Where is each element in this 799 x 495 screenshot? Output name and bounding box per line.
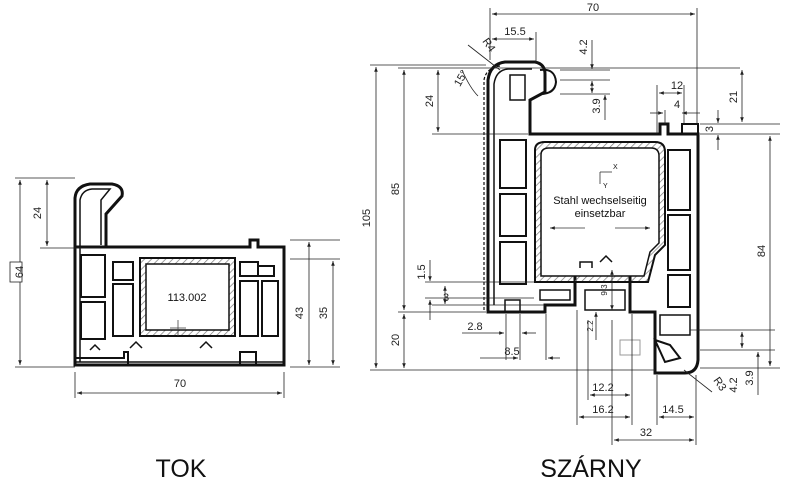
szarny-dim-32: 32 xyxy=(640,427,652,439)
szarny-profile xyxy=(483,60,700,375)
szarny-dim-24: 24 xyxy=(424,95,436,107)
szarny-dim-16-2: 16.2 xyxy=(592,404,613,416)
szarny-dim-top-4-2: 4.2 xyxy=(578,39,590,54)
szarny-dim-top-3-9: 3.9 xyxy=(591,98,603,113)
szarny-dim-3-left: 3 xyxy=(443,292,449,304)
tok-dim-70: 70 xyxy=(174,378,186,390)
szarny-dim-8-5: 8.5 xyxy=(504,346,519,358)
szarny-dim-2-2: 2.2 xyxy=(586,320,595,332)
szarny-caption: SZÁRNY xyxy=(540,454,642,483)
szarny-dim-21: 21 xyxy=(728,91,740,103)
szarny-dim-1-5: 1.5 xyxy=(416,264,428,279)
szarny-dim-9-3: 9.3 xyxy=(600,284,609,296)
szarny-dim-angle-15: 15° xyxy=(452,68,471,88)
tok-reinforcement-label: 113.002 xyxy=(168,292,207,304)
szarny-dim-105: 105 xyxy=(361,209,373,227)
tok-dim-35: 35 xyxy=(318,307,330,319)
szarny-axis-y: Y xyxy=(603,183,608,190)
szarny-dim-15-5: 15.5 xyxy=(504,26,525,38)
tok-profile xyxy=(73,182,286,367)
szarny-axis-x: X xyxy=(613,164,618,171)
szarny-dim-4: 4 xyxy=(674,99,680,111)
szarny-dim-12: 12 xyxy=(671,80,683,92)
szarny-dim-r3: R3 xyxy=(711,375,729,393)
szarny-dim-2-8: 2.8 xyxy=(467,321,482,333)
szarny-dim-84: 84 xyxy=(756,245,768,257)
szarny-dim-12-2: 12.2 xyxy=(592,382,613,394)
szarny-dim-70-top: 70 xyxy=(587,2,599,14)
szarny-dim-20: 20 xyxy=(390,334,402,346)
szarny-reinforcement-label-1: Stahl wechselseitig xyxy=(553,195,647,207)
szarny-dim-br-3-9: 3.9 xyxy=(744,370,756,385)
szarny-dimension-labels: 70 15.5 R4 15° 4.2 3.9 12 4 21 3 24 85 1… xyxy=(361,2,768,439)
tok-dim-43: 43 xyxy=(294,307,306,319)
szarny-dimensions xyxy=(370,8,780,445)
szarny-reinforcement-label-2: einsetzbar xyxy=(575,208,626,220)
szarny-dim-14-5: 14.5 xyxy=(662,404,683,416)
tok-dim-64: 64 xyxy=(14,266,26,278)
szarny-dim-br-4-2: 4.2 xyxy=(728,377,740,392)
tok-dimension-labels: 64 24 70 43 35 xyxy=(9,207,330,390)
szarny-dim-3-right: 3 xyxy=(704,126,716,132)
tok-caption: TOK xyxy=(156,455,207,483)
tok-dim-24: 24 xyxy=(32,207,44,219)
szarny-dim-85: 85 xyxy=(390,183,402,195)
